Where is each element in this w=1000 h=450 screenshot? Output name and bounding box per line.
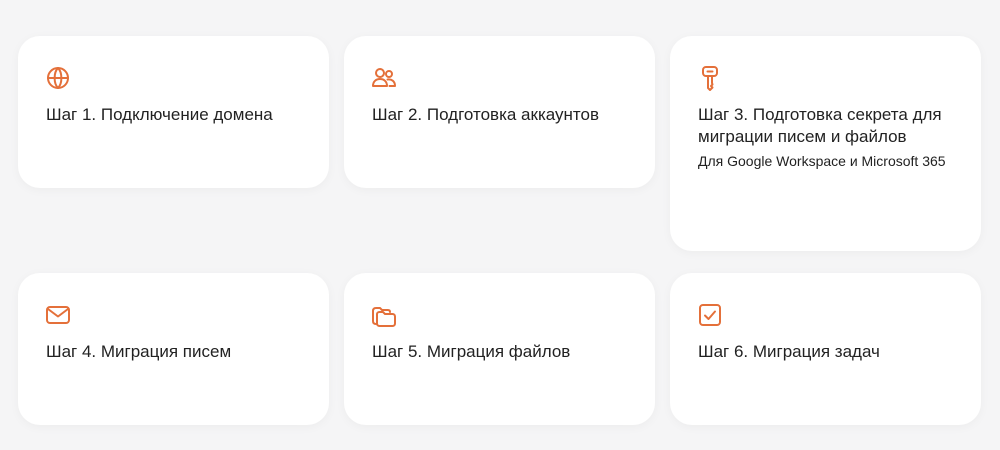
folders-icon — [370, 301, 398, 329]
step-title: Шаг 3. Подготовка секрета для миграции п… — [698, 105, 942, 146]
step-subtitle: Для Google Workspace и Microsoft 365 — [698, 153, 946, 169]
step-title: Шаг 4. Миграция писем — [46, 342, 232, 361]
step-title: Шаг 1. Подключение домена — [46, 105, 273, 124]
step-card-tasks[interactable]: Шаг 6. Миграция задач — [670, 273, 981, 425]
step-card-accounts[interactable]: Шаг 2. Подготовка аккаунтов — [344, 36, 655, 188]
step-card-secret[interactable]: Шаг 3. Подготовка секрета для миграции п… — [670, 36, 981, 251]
step-card-files[interactable]: Шаг 5. Миграция файлов — [344, 273, 655, 425]
globe-icon — [44, 64, 72, 92]
step-card-mail[interactable]: Шаг 4. Миграция писем — [18, 273, 329, 425]
checkbox-icon — [696, 301, 724, 329]
step-card-domain[interactable]: Шаг 1. Подключение домена — [18, 36, 329, 188]
step-title: Шаг 2. Подготовка аккаунтов — [372, 105, 599, 124]
key-icon — [696, 64, 724, 92]
users-icon — [370, 64, 398, 92]
envelope-icon — [44, 301, 72, 329]
step-title: Шаг 6. Миграция задач — [698, 342, 880, 361]
step-title: Шаг 5. Миграция файлов — [372, 342, 571, 361]
